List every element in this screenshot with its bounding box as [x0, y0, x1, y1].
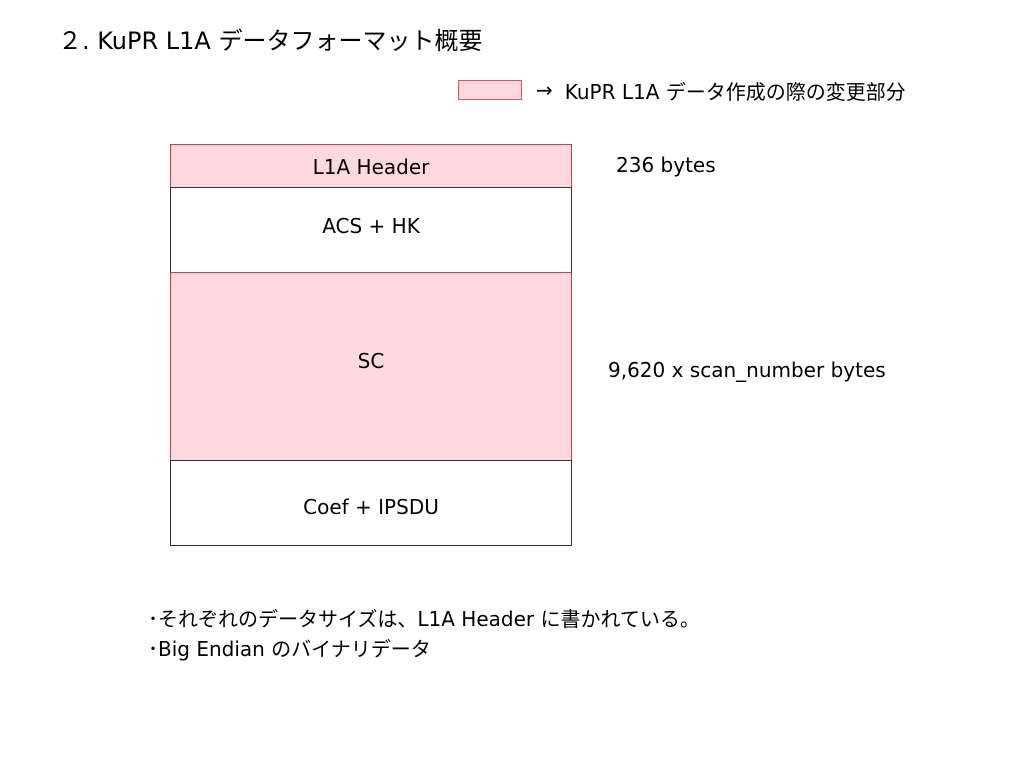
l1a-header-block: L1A Header — [170, 144, 572, 188]
acs-hk-label: ACS + HK — [322, 214, 420, 238]
data-format-diagram: L1A Header ACS + HK SC Coef + IPSDU — [170, 144, 572, 546]
coef-ipsdu-label: Coef + IPSDU — [303, 495, 439, 519]
legend: → KuPR L1A データ作成の際の変更部分 — [458, 76, 906, 104]
legend-text: KuPR L1A データ作成の際の変更部分 — [564, 79, 906, 104]
header-size-label: 236 bytes — [616, 153, 716, 177]
right-arrow-icon: → — [536, 78, 553, 102]
note-item: ･それぞれのデータサイズは、L1A Header に書かれている。 — [148, 607, 700, 631]
sc-size-label: 9,620 x scan_number bytes — [608, 358, 886, 382]
l1a-header-label: L1A Header — [312, 155, 430, 179]
notes: ･それぞれのデータサイズは、L1A Header に書かれている。 ･Big E… — [148, 604, 700, 664]
acs-hk-block: ACS + HK — [170, 187, 572, 273]
sc-block: SC — [170, 272, 572, 461]
note-item: ･Big Endian のバイナリデータ — [148, 637, 431, 661]
changed-part-swatch — [458, 80, 522, 100]
sc-label: SC — [357, 349, 385, 373]
slide-title: ２. KuPR L1A データフォーマット概要 — [58, 27, 483, 55]
coef-ipsdu-block: Coef + IPSDU — [170, 460, 572, 546]
